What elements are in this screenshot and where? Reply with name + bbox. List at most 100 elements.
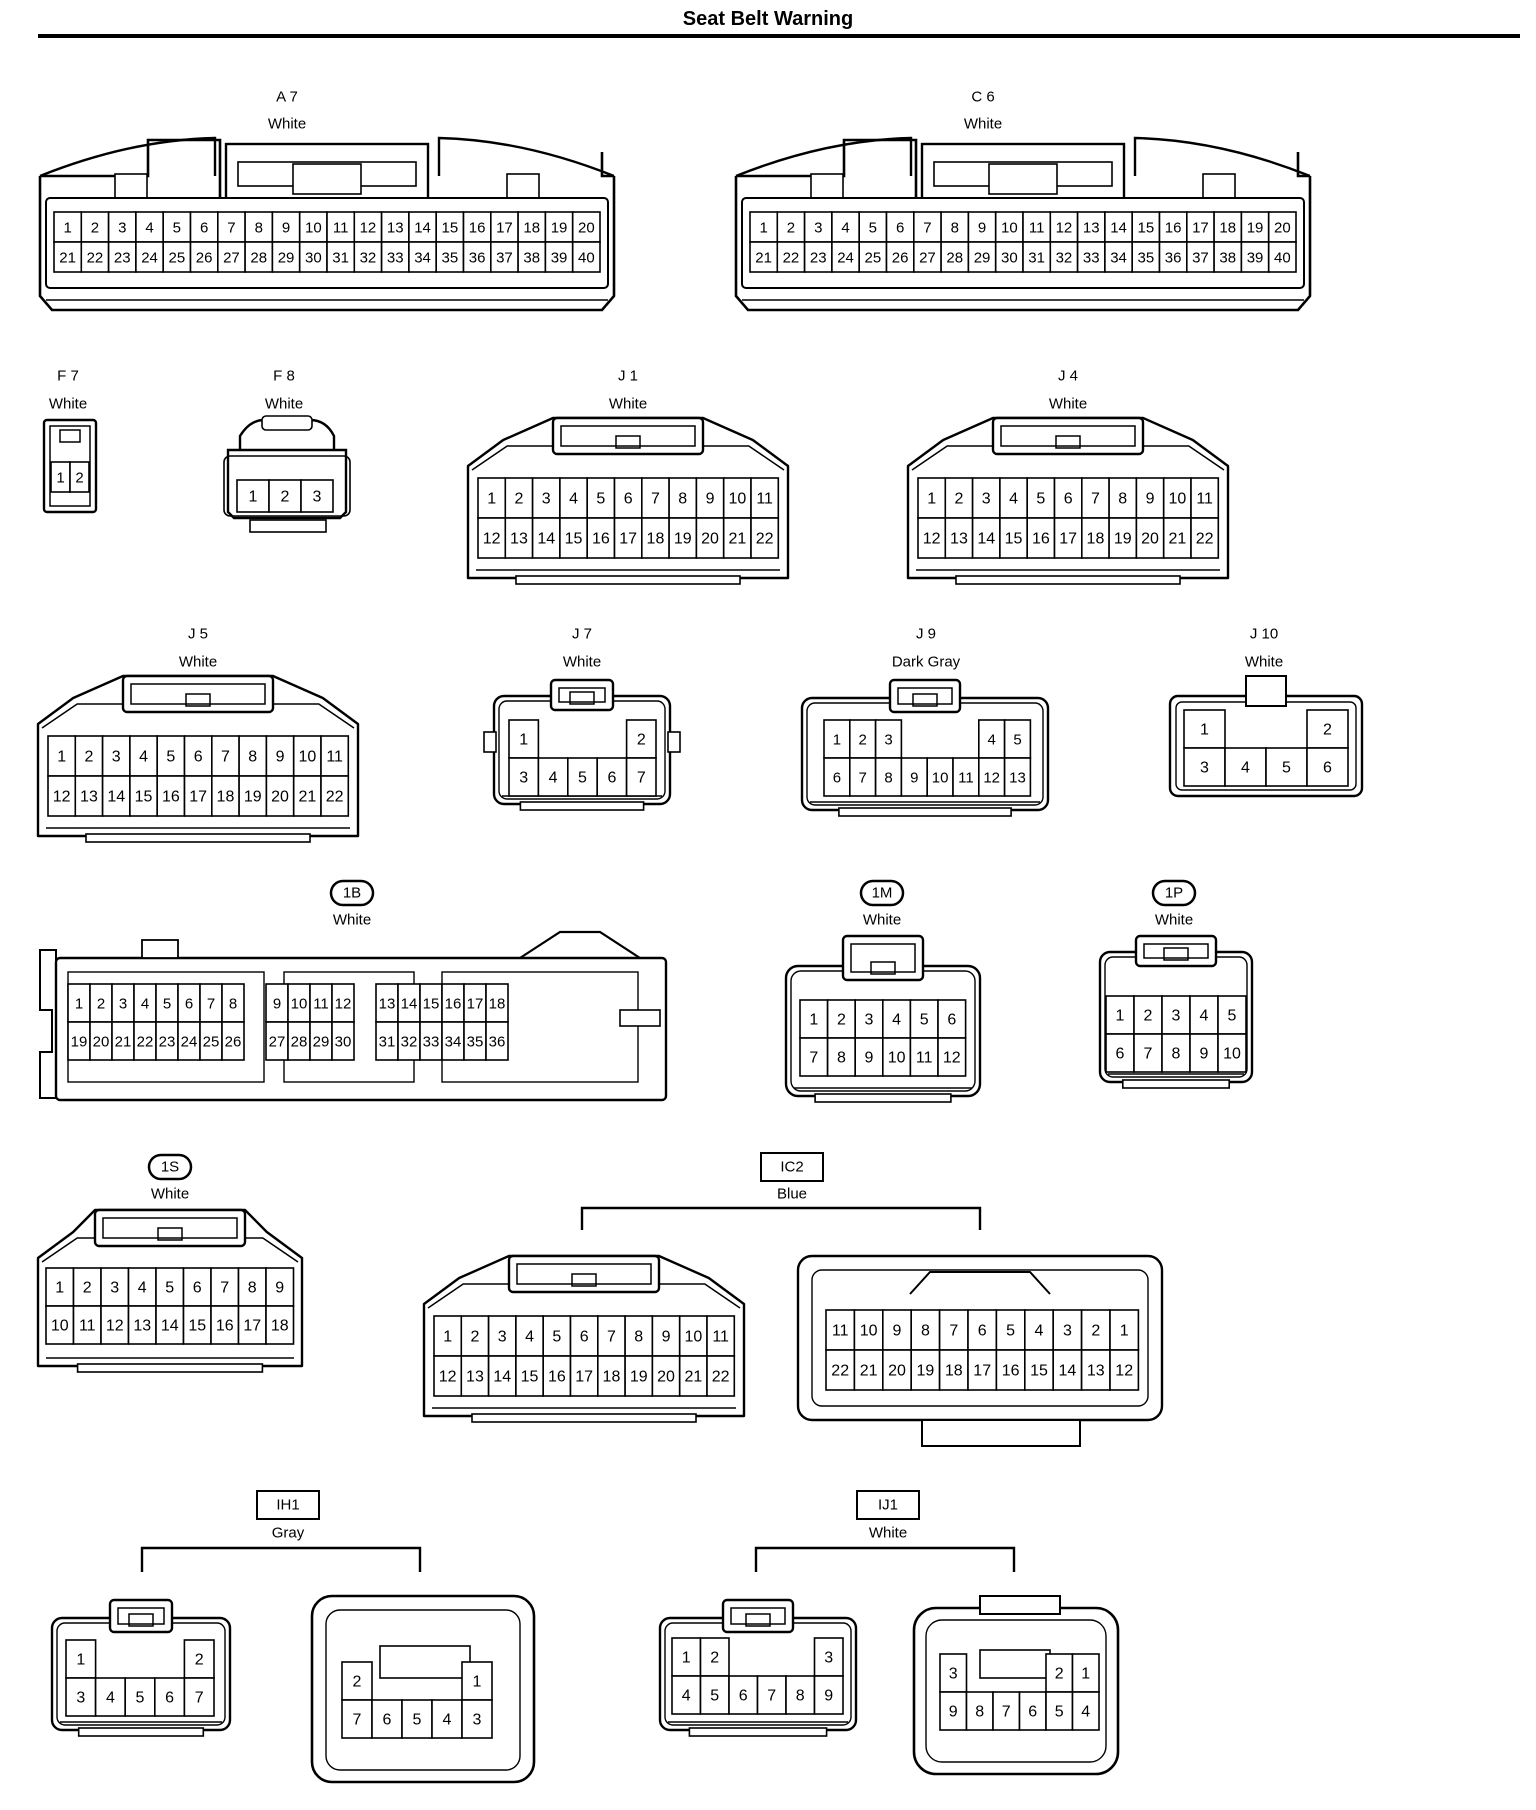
connector-code: J 9 (916, 626, 936, 643)
pin-number: 9 (978, 220, 986, 237)
pin-number: 26 (196, 250, 213, 267)
pin-cell (265, 735, 295, 777)
pin-number: 2 (859, 732, 867, 749)
pin-cell (544, 241, 574, 273)
pin-cell (881, 1037, 912, 1077)
pin-number: 12 (106, 1318, 124, 1335)
connector-code: J 4 (1058, 368, 1078, 385)
pin-number: 13 (1087, 1363, 1105, 1380)
pin-cell (826, 999, 856, 1039)
pin-number: 33 (1083, 250, 1100, 267)
pin-cell (1267, 241, 1297, 273)
pin-cell (183, 1639, 215, 1679)
pin-number: 4 (569, 491, 578, 508)
pin-number: 4 (682, 1688, 691, 1705)
page-title: Seat Belt Warning (682, 8, 854, 30)
pin-number: 19 (551, 220, 568, 237)
pin-number: 3 (824, 1650, 833, 1667)
pin-number: 22 (831, 1363, 849, 1380)
pin-number: 4 (1241, 760, 1250, 777)
pin-number: 21 (860, 1363, 878, 1380)
pin-cell (994, 241, 1024, 273)
pin-cell (1135, 517, 1165, 559)
pin-cell (999, 517, 1029, 559)
pin-number: 23 (114, 250, 131, 267)
pin-number: 26 (892, 250, 909, 267)
connector-code: 1M (872, 885, 893, 902)
pin-number: 4 (549, 770, 558, 787)
bracket (754, 1546, 1016, 1572)
pin-number: 24 (141, 250, 158, 267)
pin-number: 10 (888, 1050, 906, 1067)
pin-cell (217, 241, 246, 273)
oval-frame (859, 879, 905, 907)
pin-cell (885, 241, 915, 273)
pin-cell (722, 477, 752, 519)
pin-cell (537, 757, 569, 797)
pin-cell (433, 1355, 463, 1397)
pin-number: 12 (53, 789, 71, 806)
pin-number: 1 (1120, 1323, 1129, 1340)
pin-number: 20 (271, 789, 289, 806)
pin-cell (341, 1661, 373, 1701)
pin-number: 7 (221, 749, 230, 766)
pin-cell (237, 1267, 267, 1307)
pin-number: 19 (1247, 220, 1264, 237)
pin-number: 2 (83, 1280, 92, 1297)
pin-number: 34 (414, 250, 431, 267)
connector-code: F 7 (57, 368, 79, 385)
pin-number: 14 (107, 789, 125, 806)
pin-number: 1 (55, 1280, 64, 1297)
pin-cell (1105, 1033, 1135, 1073)
pin-number: 5 (869, 220, 877, 237)
pin-number: 18 (1219, 220, 1236, 237)
pin-number: 16 (162, 789, 180, 806)
pin-cell (917, 517, 947, 559)
pin-number: 11 (756, 491, 773, 508)
pin-number: 13 (1083, 220, 1100, 237)
pin-number: 2 (84, 749, 93, 766)
pin-number: 4 (139, 749, 148, 766)
pin-number: 25 (865, 250, 882, 267)
oval-frame (147, 1153, 193, 1181)
pin-cell (1217, 995, 1247, 1035)
pin-cell (331, 1021, 355, 1061)
pin-number: 21 (728, 531, 746, 548)
pin-number: 8 (884, 770, 892, 787)
pin-number: 20 (888, 1363, 906, 1380)
pin-number: 17 (575, 1369, 593, 1386)
pin-cell (971, 517, 1001, 559)
pin-cell (1003, 757, 1032, 797)
pin-number: 2 (97, 996, 105, 1013)
pin-number: 11 (1196, 491, 1213, 508)
pin-cell (785, 1675, 816, 1715)
pin-cell (515, 1355, 545, 1397)
pin-cell (489, 211, 519, 243)
pin-cell (271, 241, 301, 273)
pin-cell (1162, 517, 1192, 559)
pin-number: 31 (379, 1034, 396, 1051)
pin-number: 19 (917, 1363, 935, 1380)
pin-number: 5 (163, 996, 171, 1013)
pin-number: 10 (291, 996, 308, 1013)
pin-cell (749, 241, 779, 273)
pin-number: 4 (1035, 1323, 1044, 1340)
pin-number: 3 (313, 489, 322, 506)
pin-number: 15 (423, 996, 440, 1013)
pin-number: 7 (859, 770, 867, 787)
pin-cell (874, 757, 903, 797)
pin-cell (135, 241, 164, 273)
pin-cell (129, 775, 158, 817)
pin-cell (1190, 517, 1220, 559)
pin-number: 2 (710, 1650, 719, 1667)
pin-cell (221, 1021, 245, 1061)
pin-cell (1080, 1349, 1111, 1391)
pin-number: 20 (578, 220, 595, 237)
bracket (580, 1206, 982, 1230)
